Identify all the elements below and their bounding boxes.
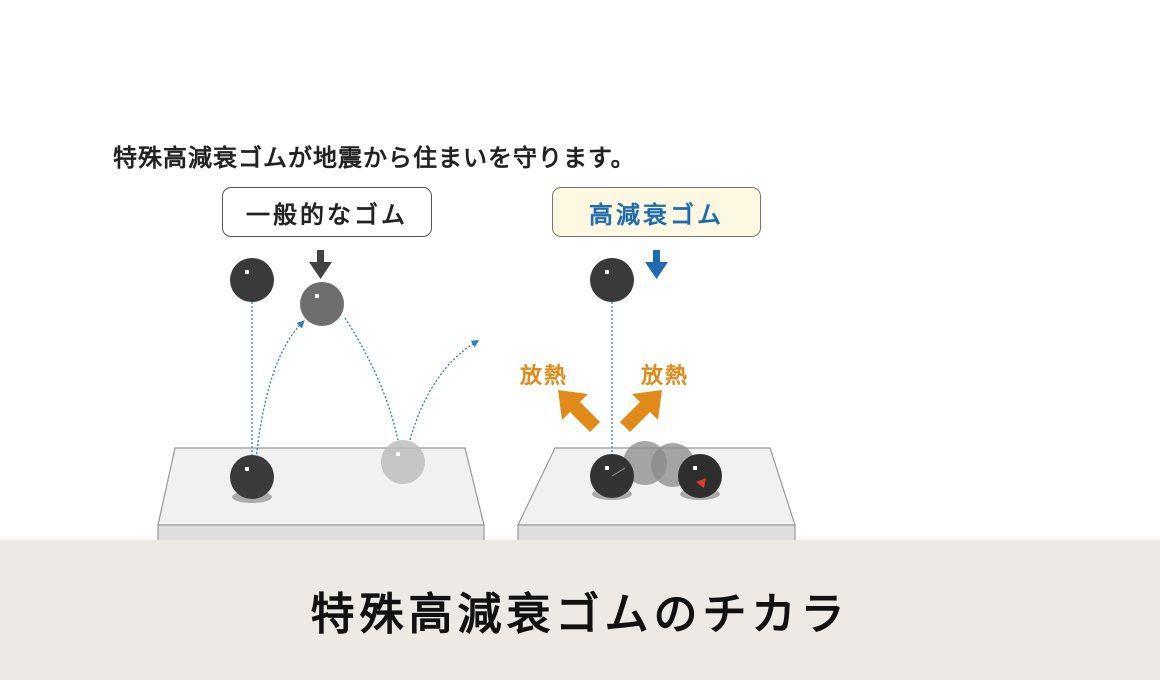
bounce-trajectory <box>251 302 613 471</box>
footer-title: 特殊高減衰ゴムのチカラ <box>310 589 850 640</box>
down-arrow-icon <box>309 250 332 279</box>
normal-rubber-label: 一般的なゴム <box>222 187 432 237</box>
heading: 特殊高減衰ゴムが地震から住まいを守ります。 <box>113 144 636 172</box>
ball-icon <box>590 258 722 500</box>
right-table <box>517 447 796 544</box>
heat-dissipation-label: 放熱 <box>641 364 690 389</box>
down-arrow-icon <box>645 250 668 279</box>
heat-arrow-icon <box>558 390 662 432</box>
left-table <box>157 447 485 544</box>
high-damping-rubber-label: 高減衰ゴム <box>552 187 761 237</box>
heat-dissipation-label: 放熱 <box>520 364 569 389</box>
footer-band: 特殊高減衰ゴムのチカラ <box>0 540 1160 680</box>
ball-icon <box>230 258 425 503</box>
